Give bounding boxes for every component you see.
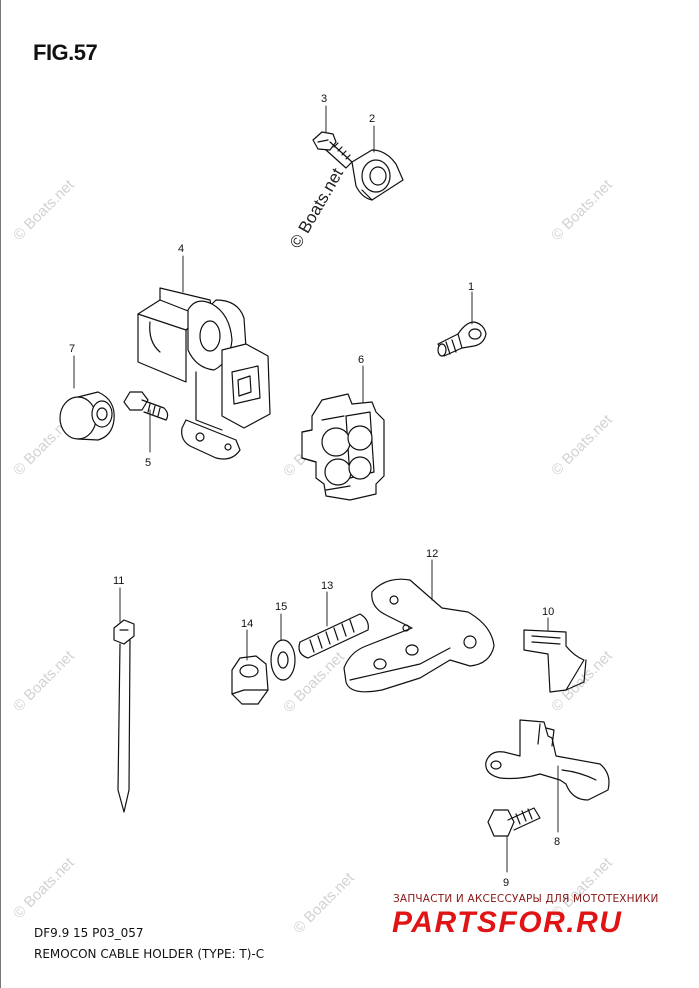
part-5-bolt	[123, 391, 169, 421]
part-9-bolt	[487, 807, 541, 837]
part-6-holder-clamp	[301, 393, 385, 501]
part-2-grommet	[351, 149, 404, 201]
callout-6: 6	[358, 354, 364, 366]
callout-12: 12	[426, 548, 438, 560]
part-13-stud	[298, 613, 369, 659]
part-11-cable-tie	[113, 619, 135, 813]
callout-1: 1	[468, 281, 474, 293]
part-8-bracket	[485, 719, 610, 801]
part-12-plate	[343, 578, 495, 693]
callout-10: 10	[542, 606, 554, 618]
callout-14: 14	[241, 618, 253, 630]
part-15-washer	[270, 639, 296, 681]
part-7-grommet-ring	[59, 391, 115, 441]
callout-3: 3	[321, 93, 327, 105]
callout-4: 4	[178, 243, 184, 255]
part-10-clip	[523, 629, 587, 693]
callout-9: 9	[503, 877, 509, 889]
part-3-bolt	[312, 131, 353, 169]
callout-5: 5	[145, 457, 151, 469]
figure-description: REMOCON CABLE HOLDER (TYPE: T)-C	[34, 947, 265, 961]
figure-code: DF9.9 15 P03_057	[34, 926, 144, 940]
part-4-bracket	[137, 287, 271, 460]
figure-title: FIG.57	[33, 40, 98, 65]
part-1-eye-joint	[437, 321, 487, 357]
shop-logo: PARTSFOR.RU	[392, 906, 623, 939]
callout-13: 13	[321, 580, 333, 592]
callout-8: 8	[554, 836, 560, 848]
shop-tagline: ЗАПЧАСТИ И АКСЕССУАРЫ ДЛЯ МОТОТЕХНИКИ	[393, 893, 659, 905]
callout-2: 2	[369, 113, 375, 125]
callout-7: 7	[69, 343, 75, 355]
callout-15: 15	[275, 601, 287, 613]
part-14-nut	[231, 655, 269, 705]
callout-11: 11	[113, 575, 124, 587]
